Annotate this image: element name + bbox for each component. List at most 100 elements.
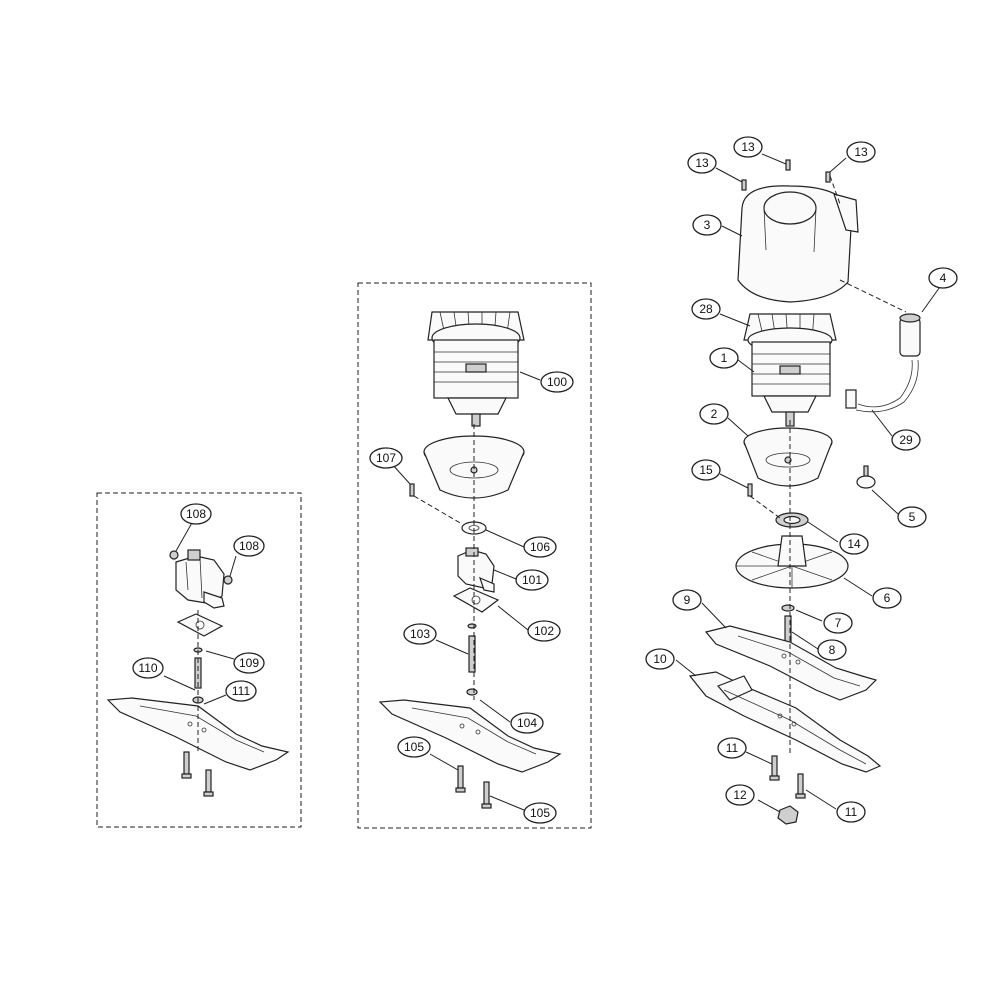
- fan-bowl-2: [743, 427, 833, 487]
- callout-6: 6: [872, 587, 902, 609]
- svg-text:28: 28: [699, 302, 713, 316]
- svg-text:105: 105: [404, 740, 424, 754]
- motor-assembly-100: [427, 311, 525, 427]
- bolt-103: [467, 623, 477, 673]
- blade-10: [688, 671, 882, 773]
- screw-15: [747, 483, 753, 497]
- svg-text:12: 12: [733, 788, 747, 802]
- callout-101: 101: [515, 569, 549, 591]
- nut-108-a: [169, 550, 179, 560]
- callout-102: 102: [527, 620, 561, 642]
- svg-text:13: 13: [854, 145, 868, 159]
- callout-1: 1: [709, 347, 739, 369]
- callout-105-b: 105: [523, 802, 557, 824]
- blade-bolt-left-b: [203, 769, 214, 797]
- callout-13-b: 13: [733, 136, 763, 158]
- kit-box-left: [96, 492, 302, 828]
- screw-107: [409, 483, 415, 497]
- plate-102: [452, 587, 500, 613]
- nut-12: [777, 805, 799, 825]
- svg-text:2: 2: [711, 407, 718, 421]
- wire-harness-29: [845, 359, 919, 413]
- callout-110: 110: [132, 657, 164, 679]
- svg-text:15: 15: [699, 463, 713, 477]
- blade-middle: [378, 699, 562, 773]
- svg-text:104: 104: [517, 716, 537, 730]
- height-knob-5: [856, 465, 876, 489]
- kit-box-middle: [357, 282, 592, 829]
- svg-text:100: 100: [547, 375, 567, 389]
- blade-bolt-11-a: [769, 755, 780, 781]
- svg-text:10: 10: [653, 652, 667, 666]
- svg-text:108: 108: [239, 539, 259, 553]
- svg-text:106: 106: [530, 540, 550, 554]
- capacitor-4: [899, 313, 921, 357]
- svg-text:29: 29: [899, 433, 913, 447]
- blade-bolt-11-b: [795, 773, 806, 799]
- callout-12: 12: [725, 784, 755, 806]
- callout-7: 7: [823, 612, 853, 634]
- callout-5: 5: [897, 506, 927, 528]
- svg-text:6: 6: [884, 591, 891, 605]
- svg-text:11: 11: [726, 741, 739, 755]
- callout-29: 29: [891, 429, 921, 451]
- callout-10: 10: [645, 648, 675, 670]
- callout-2: 2: [699, 403, 729, 425]
- svg-text:13: 13: [695, 156, 709, 170]
- bearing-14: [775, 512, 809, 528]
- svg-text:102: 102: [534, 624, 554, 638]
- motor-cover-3: [737, 185, 859, 303]
- nut-108-b: [223, 575, 233, 585]
- callout-107: 107: [369, 447, 403, 469]
- washer-104: [466, 688, 478, 696]
- callout-100: 100: [540, 371, 574, 393]
- svg-text:109: 109: [239, 656, 259, 670]
- callout-11-b: 11: [836, 801, 866, 823]
- blade-bolt-middle-b: [481, 781, 492, 809]
- svg-text:3: 3: [704, 218, 711, 232]
- callout-103: 103: [403, 623, 437, 645]
- leader-lines: [163, 153, 943, 813]
- callout-108-a: 108: [180, 503, 212, 525]
- callout-105-a: 105: [397, 736, 431, 758]
- svg-text:103: 103: [410, 627, 430, 641]
- svg-text:11: 11: [845, 805, 858, 819]
- blade-9: [704, 625, 878, 701]
- alignment-lines: [197, 175, 907, 756]
- svg-text:5: 5: [909, 510, 916, 524]
- washer-7: [781, 604, 795, 612]
- blade-bolt-left-a: [181, 751, 192, 779]
- svg-text:110: 110: [138, 661, 157, 675]
- callout-106: 106: [523, 536, 557, 558]
- svg-text:105: 105: [530, 806, 550, 820]
- svg-text:111: 111: [232, 684, 251, 698]
- callout-13-c: 13: [846, 141, 876, 163]
- callout-109: 109: [233, 652, 265, 674]
- blade-adapter-housing: [175, 549, 225, 609]
- callout-14: 14: [839, 533, 869, 555]
- svg-text:9: 9: [684, 593, 691, 607]
- adapter-101: [457, 547, 495, 593]
- svg-text:101: 101: [522, 573, 542, 587]
- svg-text:108: 108: [186, 507, 206, 521]
- svg-text:8: 8: [829, 643, 836, 657]
- svg-text:14: 14: [847, 537, 861, 551]
- callout-111: 111: [225, 680, 257, 702]
- callout-4: 4: [928, 267, 958, 289]
- motor-1: [747, 327, 833, 427]
- gasket-plate: [176, 613, 224, 637]
- svg-text:13: 13: [741, 140, 755, 154]
- screw-13-c: [825, 171, 831, 183]
- callout-13-a: 13: [687, 152, 717, 174]
- svg-text:7: 7: [835, 616, 842, 630]
- callout-3: 3: [692, 214, 722, 236]
- callout-9: 9: [672, 589, 702, 611]
- svg-text:1: 1: [721, 351, 728, 365]
- callout-108-b: 108: [233, 535, 265, 557]
- callout-28: 28: [691, 298, 721, 320]
- callout-104: 104: [510, 712, 544, 734]
- svg-text:107: 107: [376, 451, 396, 465]
- screw-13-a: [741, 179, 747, 191]
- callout-8: 8: [817, 639, 847, 661]
- svg-text:4: 4: [940, 271, 947, 285]
